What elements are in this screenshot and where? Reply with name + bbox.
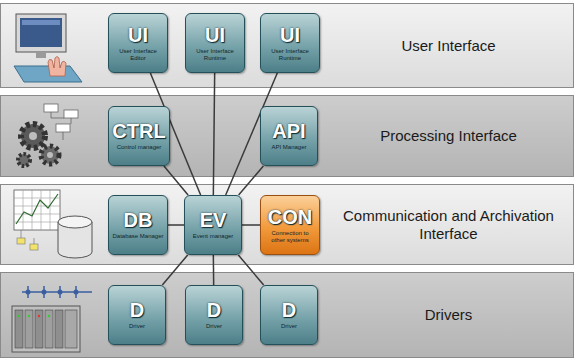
manager-name: Driver (206, 323, 222, 330)
layer-label: Processing Interface (326, 127, 571, 145)
manager-name: Control manager (117, 144, 162, 151)
manager-box: UI User Interface Runtime (260, 13, 320, 73)
manager-abbreviation: API (272, 121, 305, 142)
connector-line (213, 255, 214, 285)
manager-abbreviation: UI (280, 25, 300, 46)
manager-abbreviation: CON (268, 207, 312, 228)
gears-icon (18, 104, 78, 166)
manager-abbreviation: EV (200, 210, 227, 231)
manager-box: UI User Interface Editor (108, 13, 168, 73)
manager-name: Driver (129, 323, 145, 330)
connector-line (238, 255, 263, 285)
connector-line (213, 73, 214, 195)
connector-line (150, 73, 200, 195)
manager-name: User Interface Editor (112, 48, 164, 61)
monitor-icon (14, 14, 82, 82)
layer-label: User Interface (326, 37, 571, 55)
manager-abbreviation: D (207, 300, 221, 321)
manager-name: User Interface Runtime (189, 48, 241, 61)
manager-abbreviation: UI (128, 25, 148, 46)
manager-name: User Interface Runtime (264, 48, 316, 61)
manager-name: Driver (281, 323, 297, 330)
manager-box: CON Connection to other systems (260, 195, 320, 255)
manager-box: API API Manager (260, 106, 318, 166)
manager-box: D Driver (185, 285, 243, 345)
layer-band: Processing Interface CTRL Control manager A… (0, 95, 574, 177)
manager-box: UI User Interface Runtime (185, 13, 245, 73)
layer-label: Drivers (326, 306, 571, 324)
manager-name: Database Manager (112, 233, 163, 240)
connector-line (226, 73, 278, 195)
database-icon (14, 190, 92, 258)
manager-box: EV Event manager (184, 195, 242, 255)
connector-line (162, 255, 187, 285)
layer-band: User InterfaceUIUser Interface EditorUIU… (0, 3, 574, 88)
manager-abbreviation: D (130, 300, 144, 321)
connector-line (164, 166, 188, 195)
manager-name: API Manager (271, 144, 306, 151)
manager-abbreviation: DB (124, 210, 153, 231)
layer-label: Communication and Archivation Interface (326, 207, 571, 243)
connector-line (168, 225, 184, 226)
manager-abbreviation: CTRL (112, 121, 165, 142)
connector-line (242, 225, 260, 226)
manager-box: D Driver (108, 285, 166, 345)
manager-box: CTRL Control manager (108, 106, 170, 166)
manager-box: D Driver (260, 285, 318, 345)
layer-band: Drivers D Driver D Driver D Driver (0, 272, 574, 358)
manager-abbreviation: UI (205, 25, 225, 46)
connector-line (239, 166, 264, 195)
manager-box: DB Database Manager (108, 195, 168, 255)
manager-abbreviation: D (282, 300, 296, 321)
manager-name: Connection to other systems (264, 230, 316, 243)
manager-name: Event manager (193, 233, 234, 240)
hardware-rack-icon (12, 286, 92, 352)
